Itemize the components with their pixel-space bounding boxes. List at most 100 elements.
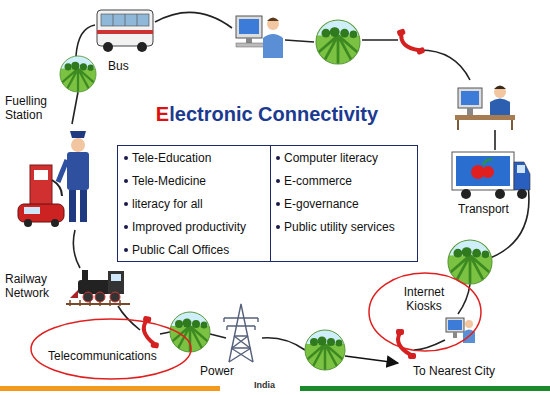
ellipse-outline bbox=[369, 273, 481, 351]
service-item: Improved productivity bbox=[132, 220, 266, 234]
desk-user-icon bbox=[490, 99, 510, 116]
bus-icon bbox=[137, 42, 147, 52]
service-item: Public Call Offices bbox=[132, 243, 266, 257]
train-icon bbox=[111, 274, 121, 281]
computer-user-icon bbox=[263, 34, 283, 58]
bus-icon bbox=[97, 10, 153, 46]
service-item: E-governance bbox=[284, 197, 414, 211]
footer-bar bbox=[300, 386, 550, 391]
field-icon bbox=[295, 330, 355, 370]
fuelling-station-icon bbox=[24, 207, 40, 214]
fuelling-station-icon bbox=[51, 219, 59, 227]
bullet bbox=[124, 248, 128, 252]
desk-user-icon bbox=[467, 108, 473, 115]
connection-loop bbox=[72, 12, 529, 350]
field-icon bbox=[437, 240, 503, 284]
truck-icon bbox=[514, 162, 530, 190]
computer-user-icon bbox=[236, 16, 262, 38]
field-icon bbox=[51, 56, 105, 92]
power-tower-icon bbox=[224, 318, 258, 330]
bullet bbox=[124, 156, 128, 160]
truck-icon bbox=[452, 152, 530, 199]
bullet bbox=[276, 202, 280, 206]
kiosk-icon bbox=[446, 318, 475, 343]
truck-icon bbox=[482, 166, 494, 178]
truck-icon bbox=[452, 152, 514, 190]
column-divider bbox=[270, 146, 271, 261]
bus-icon bbox=[97, 30, 153, 34]
fuelling-station-icon bbox=[18, 204, 64, 222]
bullet bbox=[276, 156, 280, 160]
kiosk-icon bbox=[446, 318, 464, 332]
fuelling-station-icon bbox=[58, 160, 67, 182]
truck-icon bbox=[517, 165, 525, 173]
fuelling-station-icon bbox=[24, 219, 32, 227]
power-tower-icon bbox=[224, 318, 258, 326]
train-icon bbox=[82, 270, 88, 281]
train-icon bbox=[95, 292, 105, 302]
icon-label: To Nearest City bbox=[412, 364, 496, 378]
bullet bbox=[124, 179, 128, 183]
city-arrow bbox=[345, 356, 398, 363]
truck-icon bbox=[495, 189, 505, 199]
service-item: Computer literacy bbox=[284, 151, 414, 165]
service-item: E-commerce bbox=[284, 174, 414, 188]
footer-text: India bbox=[253, 380, 276, 391]
bullet bbox=[276, 225, 280, 229]
fuelling-station-icon bbox=[80, 190, 87, 222]
desk-user-icon bbox=[458, 120, 512, 130]
train-icon bbox=[83, 292, 93, 302]
bus-icon bbox=[101, 14, 149, 26]
icon-label: Bus bbox=[107, 59, 130, 73]
phone-icon bbox=[396, 329, 416, 359]
computer-user-icon bbox=[246, 38, 252, 43]
computer-user-icon bbox=[267, 18, 279, 30]
desk-user-icon bbox=[494, 86, 506, 98]
icon-label: Railway Network bbox=[4, 272, 68, 300]
computer-user-icon bbox=[239, 19, 259, 34]
fuelling-station-icon bbox=[70, 131, 86, 138]
desk-user-icon bbox=[461, 91, 479, 105]
power-tower-icon bbox=[229, 336, 253, 362]
ellipse-label: Internet Kiosks bbox=[394, 285, 454, 313]
truck-icon bbox=[517, 189, 527, 199]
desk-user-icon bbox=[455, 86, 515, 131]
kiosk-icon bbox=[448, 320, 462, 330]
desk-user-icon bbox=[458, 88, 482, 108]
bullet bbox=[124, 202, 128, 206]
train-icon bbox=[110, 292, 120, 302]
bus-icon bbox=[103, 42, 113, 52]
kiosk-icon bbox=[453, 332, 457, 338]
truck-icon bbox=[483, 160, 492, 165]
train-icon bbox=[66, 270, 130, 306]
fuelling-station-icon bbox=[71, 138, 85, 152]
highlight-ellipse: Telecommunications bbox=[30, 318, 192, 380]
service-item: Public utility services bbox=[284, 220, 414, 234]
service-item: Tele-Medicine bbox=[132, 174, 266, 188]
fuelling-station-icon bbox=[69, 190, 76, 222]
highlight-ellipse: Internet Kiosks bbox=[368, 272, 482, 352]
field-icon bbox=[305, 20, 371, 64]
computer-user-icon bbox=[236, 16, 283, 58]
train-icon bbox=[78, 280, 112, 294]
power-tower-icon bbox=[229, 304, 253, 362]
bullet bbox=[276, 179, 280, 183]
train-icon bbox=[108, 271, 124, 294]
footer-bar bbox=[0, 386, 220, 391]
diagram-title: Electronic Connectivity bbox=[132, 102, 402, 126]
ellipse-label: Telecommunications bbox=[48, 349, 178, 363]
power-tower-icon bbox=[224, 304, 258, 362]
phone-icon bbox=[396, 24, 425, 59]
services-box: Tele-EducationTele-Medicineliteracy for … bbox=[117, 145, 418, 262]
icon-label: Power bbox=[199, 364, 235, 378]
bullet bbox=[124, 225, 128, 229]
bus-icon bbox=[97, 10, 153, 52]
service-item: Tele-Education bbox=[132, 151, 266, 165]
computer-user-icon bbox=[236, 43, 264, 47]
icon-label: Fuelling Station bbox=[4, 94, 62, 122]
truck-icon bbox=[461, 189, 471, 199]
desk-user-icon bbox=[494, 86, 506, 90]
train-icon bbox=[70, 290, 78, 298]
ellipse-outline bbox=[31, 319, 191, 379]
